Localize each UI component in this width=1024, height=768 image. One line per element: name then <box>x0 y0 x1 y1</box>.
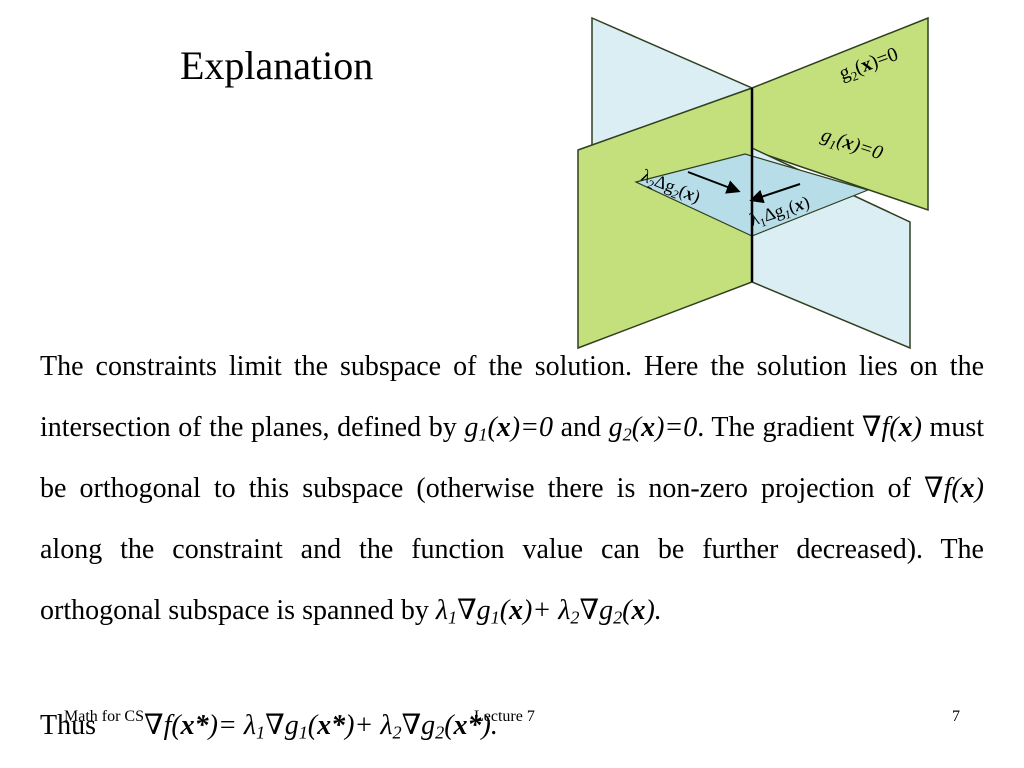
footer-lecture: Lecture 7 <box>474 708 535 725</box>
slide-title: Explanation <box>180 43 374 88</box>
footer-page-number: 7 <box>952 708 960 725</box>
explanation-paragraph: The constraints limit the subspace of th… <box>40 351 984 628</box>
lambda2-gradient-arrow <box>687 171 741 194</box>
thus-equation: Thus∇f(x*)= λ1∇g1(x*)+ λ2∇g2(x*). <box>40 710 498 743</box>
footer-course: Math for CS <box>64 708 144 725</box>
lambda1-gradient-arrow <box>749 183 801 204</box>
